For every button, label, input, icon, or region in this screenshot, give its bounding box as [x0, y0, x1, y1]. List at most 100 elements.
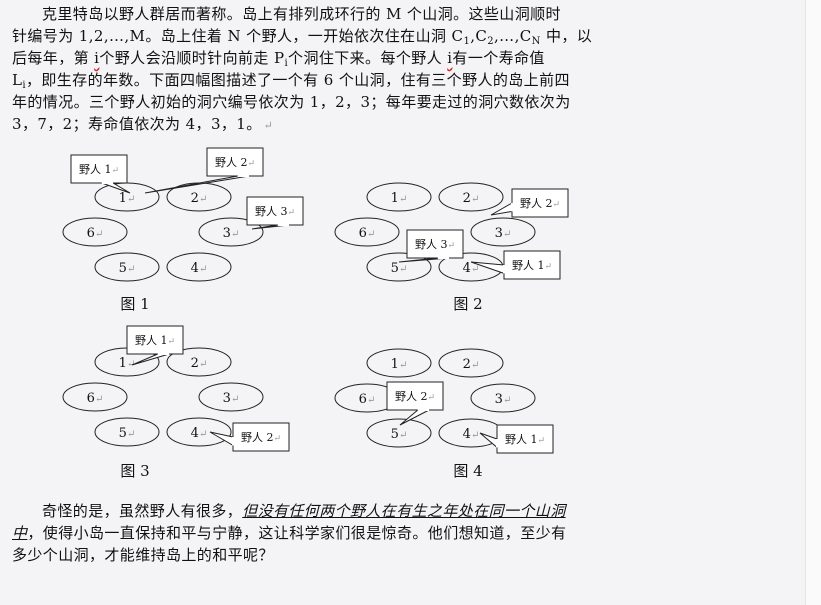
callout-text: 野人 3↵ — [415, 238, 455, 251]
cave-3: 3↵ — [470, 383, 536, 413]
cave-ellipse — [94, 252, 160, 282]
cave-label: 2↵ — [191, 191, 208, 206]
cave-label: 3↵ — [223, 226, 240, 241]
cave-3: 3↵ — [198, 382, 264, 412]
text-run: ,…,C — [494, 27, 532, 45]
paragraph-mark: ↵ — [447, 241, 455, 251]
cave-5: 5↵ — [366, 252, 432, 282]
paragraph-mark — [262, 115, 274, 133]
cave-label: 6↵ — [359, 226, 376, 241]
paragraph-mark: ↵ — [127, 264, 135, 275]
text-line: 年的情况。三个野人初始的洞穴编号依次为 1，2，3；每年要走过的洞穴数依次为 — [12, 92, 571, 112]
cave-ellipse — [366, 182, 432, 212]
text-run: ，使得小岛一直保持和平与宁静，这让科学家们很是惊奇。他们想知道，至少有 — [27, 524, 567, 542]
cave-5: 5↵ — [94, 252, 160, 282]
cave-4: 4↵ — [166, 417, 232, 447]
paragraph-mark: ↵ — [167, 337, 175, 347]
paragraph-mark: ↵ — [503, 395, 511, 406]
paragraph-mark: ↵ — [95, 229, 103, 240]
cave-2: 2↵ — [438, 182, 504, 212]
paragraph-mark: ↵ — [287, 208, 295, 218]
text-run: 个洞住下来。每个野人 — [288, 49, 448, 67]
text-line: 奇怪的是，虽然野人有很多，但没有任何两个野人在有生之年处在同一个山洞 — [42, 501, 566, 521]
cave-ellipse — [470, 383, 536, 413]
callout-box — [246, 196, 304, 226]
callout-savage: 野人 1↵ — [126, 325, 184, 366]
callout-savage: 野人 3↵ — [398, 229, 464, 263]
callout-text: 野人 3↵ — [255, 205, 295, 218]
paragraph-mark: ↵ — [399, 194, 407, 205]
paragraph-mark: ↵ — [95, 394, 103, 405]
page-edge — [805, 0, 821, 605]
cave-4: 4↵ — [438, 252, 504, 282]
paragraph-mark: ↵ — [471, 430, 479, 441]
figure-2: 1↵2↵3↵4↵5↵6↵野人 2↵野人 3↵野人 1↵图 2 — [334, 182, 569, 313]
cave-ellipse — [366, 418, 432, 448]
text-run: i — [447, 49, 453, 67]
figure-caption: 图 4 — [453, 462, 482, 480]
text-run: ，即生存的年数。下面四幅图描述了一个有 6 个山洞，住有三个野人的岛上前四 — [25, 71, 570, 89]
text-run: L — [12, 71, 23, 89]
cave-label: 1↵ — [391, 357, 408, 372]
cave-label: 4↵ — [191, 261, 208, 276]
callout-text: 野人 1↵ — [79, 163, 119, 176]
text-line: 针编号为 1,2,…,M。岛上住着 N 个野人，一开始依次住在山洞 C1,C2,… — [12, 26, 592, 47]
cave-1: 1↵ — [94, 182, 160, 212]
text-line: 克里特岛以野人群居而著称。岛上有排列成环行的 M 个山洞。这些山洞顺时 — [42, 4, 561, 24]
paragraph-mark: ↵ — [399, 264, 407, 275]
callout-box — [126, 325, 184, 355]
text-run: N — [531, 36, 541, 47]
paragraph-mark: ↵ — [127, 359, 135, 370]
text-line: 3，7，2；寿命值依次为 4，3，1。 — [12, 114, 273, 136]
callout-text: 野人 1↵ — [135, 334, 175, 347]
callout-savage: 野人 1↵ — [70, 154, 131, 194]
cave-label: 1↵ — [119, 191, 136, 206]
paragraph-mark: ↵ — [199, 264, 207, 275]
figure-caption: 图 3 — [120, 462, 149, 480]
cave-ellipse — [166, 347, 232, 377]
paragraph-mark: ↵ — [199, 359, 207, 370]
callout-pointer — [101, 182, 131, 194]
paragraph-mark: ↵ — [127, 429, 135, 440]
callout-box — [511, 188, 569, 218]
callout-text: 野人 2↵ — [215, 156, 255, 169]
cave-6: 6↵ — [62, 217, 128, 247]
cave-ellipse — [366, 252, 432, 282]
text-run: i — [22, 80, 26, 91]
cave-2: 2↵ — [438, 348, 504, 378]
text-run: i — [94, 49, 100, 67]
callout-text: 野人 2↵ — [520, 197, 560, 210]
cave-1: 1↵ — [366, 348, 432, 378]
cave-label: 3↵ — [495, 392, 512, 407]
callout-pointer — [131, 353, 170, 366]
paragraph-mark: ↵ — [427, 393, 435, 403]
cave-label: 6↵ — [359, 392, 376, 407]
cave-ellipse — [334, 217, 400, 247]
callout-text: 野人 2↵ — [395, 390, 435, 403]
paragraph-mark: ↵ — [537, 436, 545, 446]
cave-label: 6↵ — [87, 391, 104, 406]
cave-ellipse — [166, 252, 232, 282]
text-run: 2 — [487, 36, 495, 47]
cave-2: 2↵ — [166, 347, 232, 377]
paragraph-mark: ↵ — [544, 262, 552, 272]
paragraph-mark: ↵ — [503, 229, 511, 240]
paragraph-mark: ↵ — [471, 264, 479, 275]
cave-label: 2↵ — [463, 191, 480, 206]
text-run: 针编号为 1,2,…,M。岛上住着 N 个野人，一开始依次住在山洞 C — [12, 27, 464, 45]
callout-pointer — [399, 409, 430, 426]
cave-label: 5↵ — [391, 261, 408, 276]
cave-4: 4↵ — [166, 252, 232, 282]
cave-ellipse — [62, 217, 128, 247]
cave-ellipse — [166, 417, 232, 447]
cave-label: 4↵ — [191, 426, 208, 441]
cave-3: 3↵ — [198, 217, 264, 247]
cave-label: 4↵ — [463, 427, 480, 442]
callout-savage: 野人 1↵ — [470, 250, 561, 280]
text-line: 中，使得小岛一直保持和平与宁静，这让科学家们很是惊奇。他们想知道，至少有 — [12, 523, 566, 543]
text-run: 有一个寿命值 — [452, 49, 545, 67]
cave-ellipse — [438, 182, 504, 212]
callout-text: 野人 2↵ — [241, 431, 281, 444]
callout-box — [386, 381, 444, 411]
